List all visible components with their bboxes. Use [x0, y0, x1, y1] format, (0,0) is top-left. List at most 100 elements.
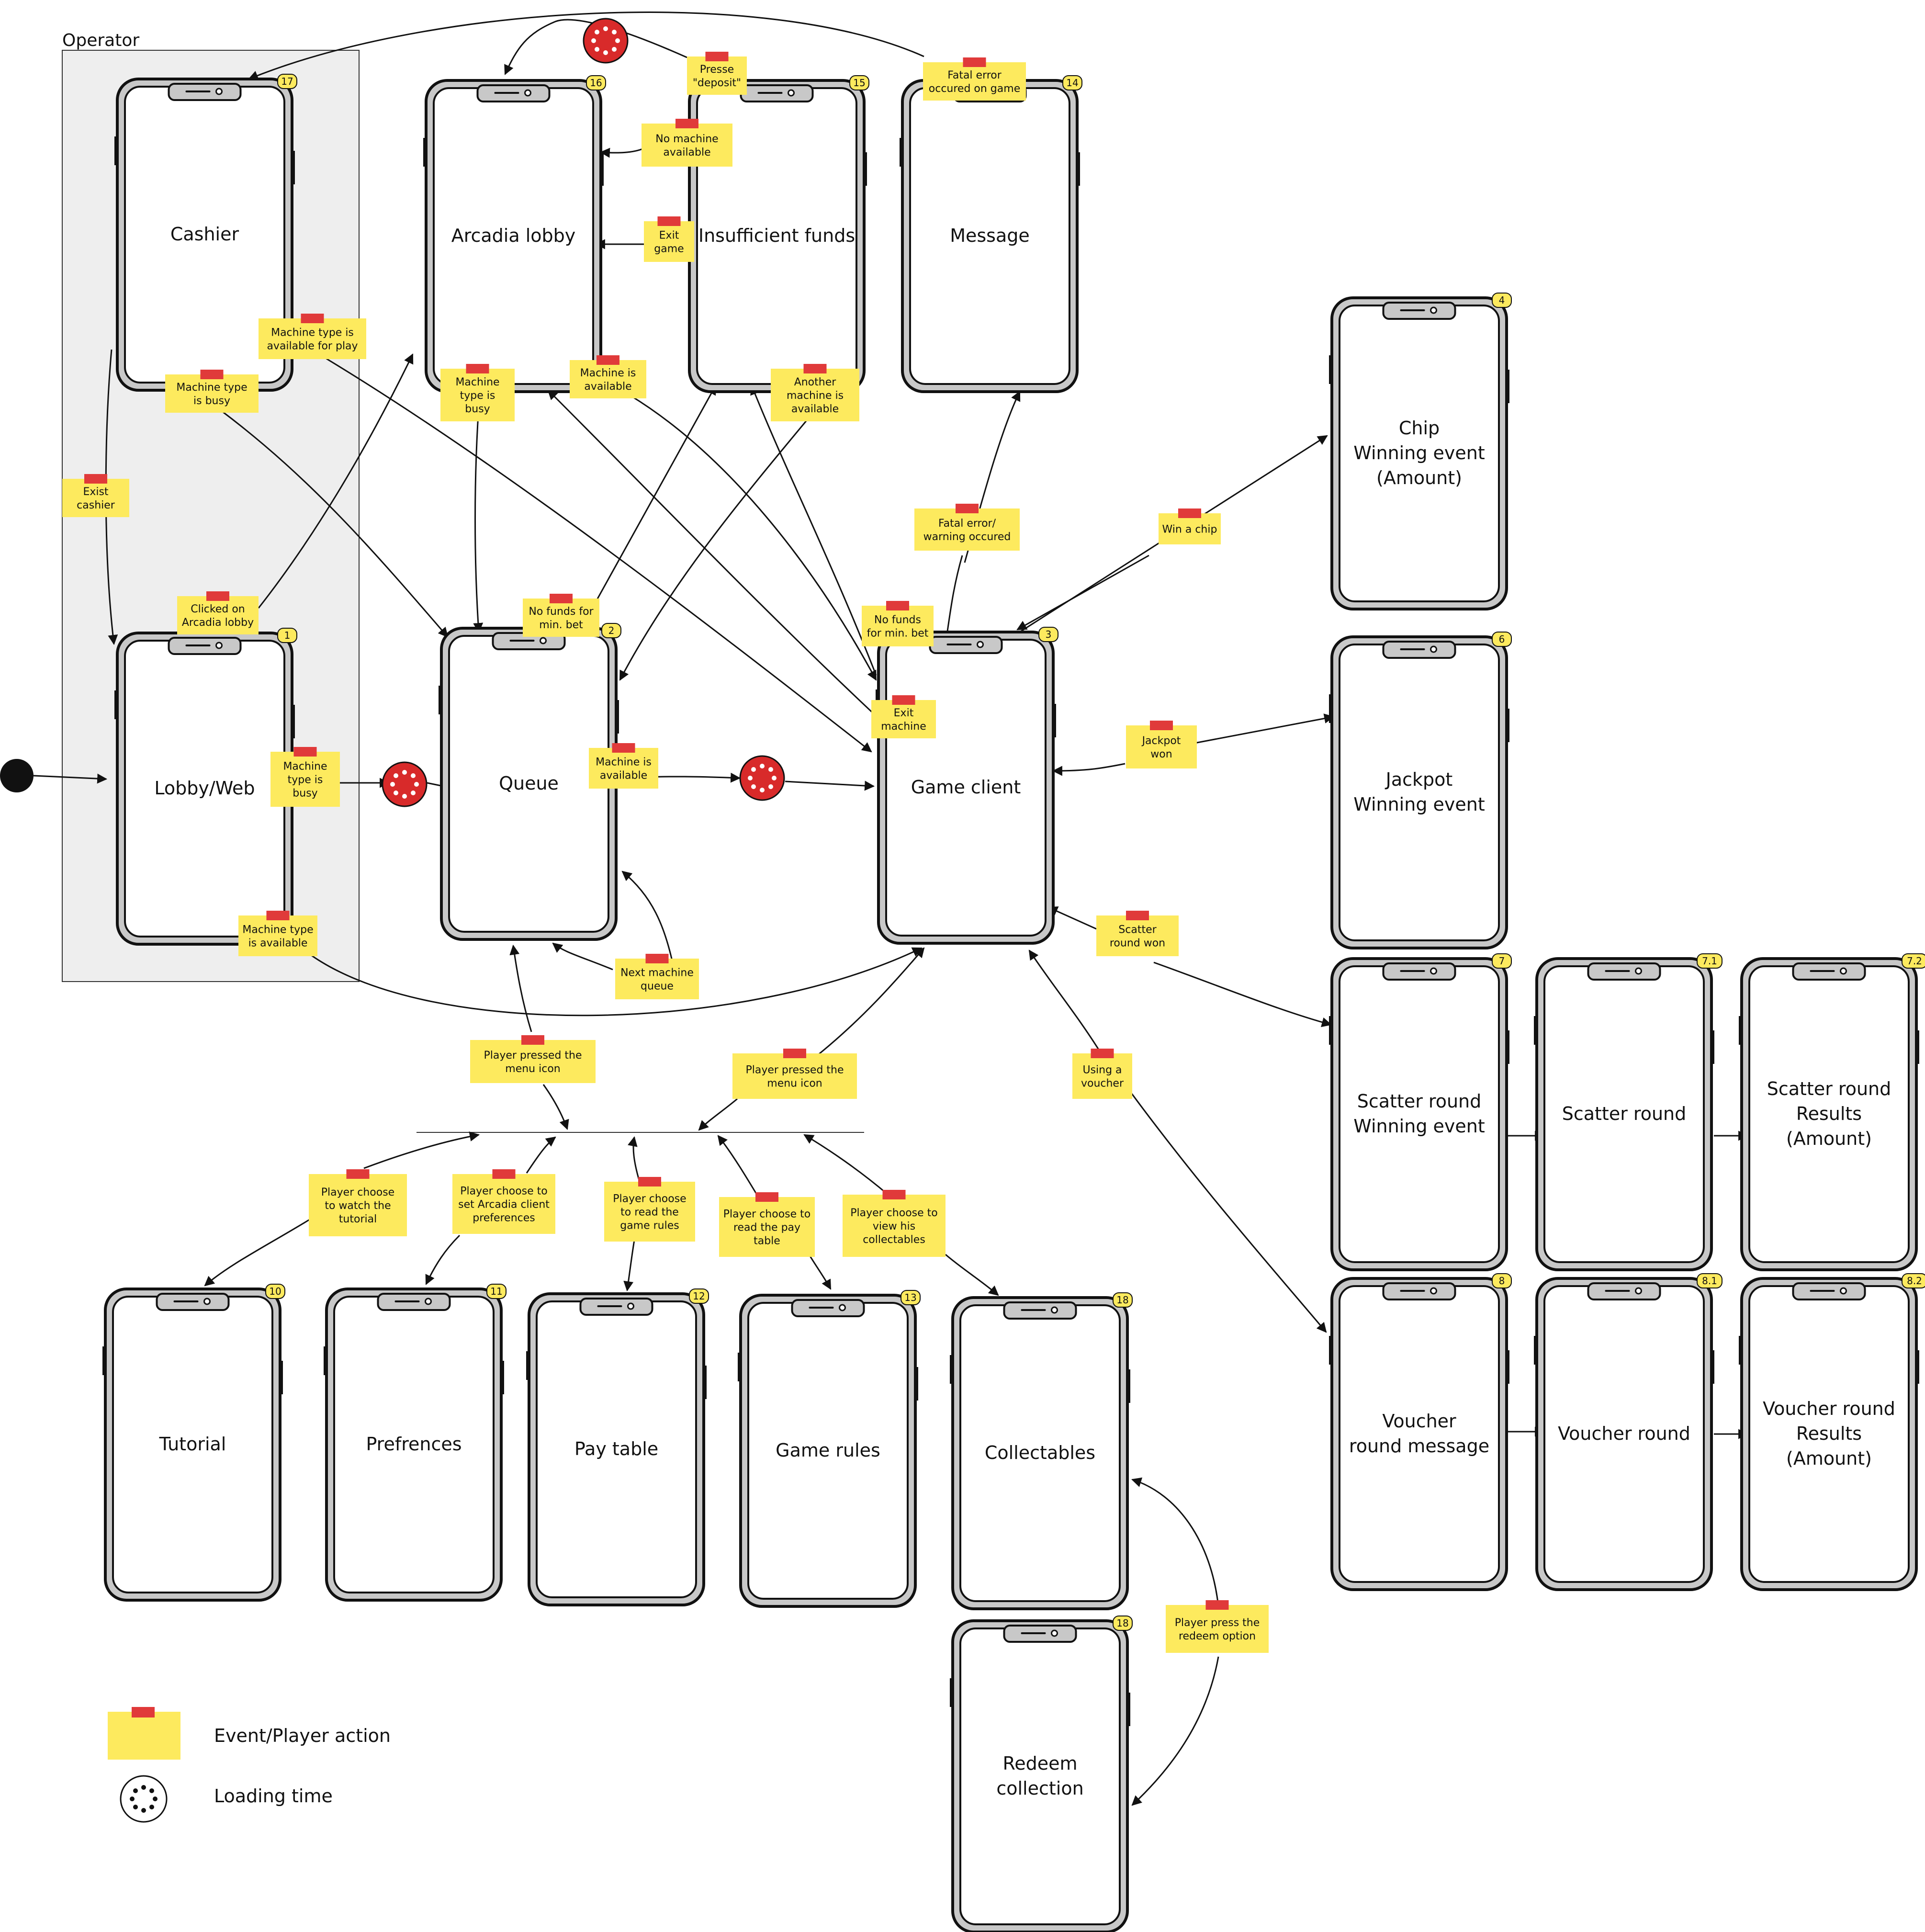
sticky-note-text: Machine type: [176, 382, 247, 394]
phone-label: Redeem: [1003, 1753, 1078, 1774]
legend-note-swatch: [108, 1712, 180, 1760]
sticky-note-text: to watch the: [325, 1200, 391, 1212]
phone-label: Message: [950, 225, 1030, 246]
edge-menu-game-up: [813, 947, 925, 1059]
phone-badge: [1113, 1292, 1133, 1308]
side-button-icon: [1711, 1030, 1714, 1064]
edge-redeem-to-collectables: [1131, 1477, 1219, 1607]
sticky-note-text: tutorial: [339, 1213, 377, 1225]
sticky-note-text: collectables: [863, 1234, 925, 1246]
tape-icon: [550, 594, 573, 603]
sticky-note: [570, 360, 646, 398]
sticky-note-text: warning occured: [923, 531, 1011, 543]
sticky-note-text: won: [1150, 748, 1172, 760]
camera-icon: [524, 89, 531, 97]
edge-lobby-to-arcadia: [258, 353, 414, 609]
camera-icon: [627, 1302, 634, 1310]
sticky-note-text: menu icon: [505, 1063, 560, 1075]
phone-badge-number: 11: [490, 1286, 502, 1297]
edge-collectables-up: [803, 1134, 889, 1196]
sticky-note-text: available for play: [267, 340, 358, 352]
sticky-note-text: No funds for: [529, 606, 594, 618]
side-button-icon: [1916, 1350, 1919, 1384]
side-button-icon: [738, 1353, 741, 1381]
phone-badge: [265, 1284, 285, 1299]
side-button-icon: [1329, 1016, 1332, 1045]
tape-icon: [1126, 911, 1149, 920]
sticky-note: [1126, 725, 1197, 768]
tape-icon: [84, 474, 107, 484]
camera-icon: [1840, 967, 1847, 975]
phone-label: Chip: [1399, 418, 1440, 439]
phone-badge: [689, 1288, 709, 1304]
sticky-note-text: Fatal error: [947, 69, 1002, 81]
phone-badge-number: 8.2: [1907, 1275, 1922, 1287]
tape-icon: [705, 52, 729, 61]
phone-badge: [1492, 293, 1512, 308]
phone-label: Scatter round: [1562, 1103, 1687, 1124]
phone-badge-number: 15: [853, 77, 865, 89]
edge-cashier-to-game: [311, 349, 872, 753]
camera-icon: [1430, 645, 1437, 653]
sticky-note: [1072, 1053, 1132, 1099]
tape-icon: [657, 216, 681, 226]
camera-icon: [203, 1298, 211, 1305]
phone-badge-number: 14: [1066, 77, 1078, 89]
edge-menu-queue-down: [542, 1084, 569, 1130]
sticky-note: [177, 596, 259, 634]
edge-cashier-to-queue: [222, 411, 449, 638]
phone-badge: [1697, 953, 1722, 969]
edge-queue-to-insufficient: [593, 384, 717, 606]
sticky-note: [732, 1053, 857, 1099]
legend-tape: [132, 1707, 155, 1717]
tape-icon: [612, 743, 635, 753]
sticky-note-text: Machine is: [596, 757, 652, 768]
side-button-icon: [1329, 355, 1332, 384]
tape-icon: [206, 591, 229, 601]
phone-label: Voucher: [1382, 1411, 1456, 1432]
phone-label: (Amount): [1376, 467, 1462, 488]
sticky-note: [165, 374, 259, 413]
side-button-icon: [1534, 1336, 1537, 1365]
phone-badge-number: 8: [1499, 1275, 1505, 1287]
sticky-note: [871, 700, 936, 738]
phone-badge-number: 13: [904, 1292, 916, 1303]
side-button-icon: [1507, 709, 1509, 742]
side-button-icon: [114, 690, 117, 719]
sticky-note-text: Player choose to: [850, 1207, 938, 1219]
sticky-note: [62, 479, 129, 517]
phone-label: Results: [1796, 1103, 1862, 1124]
sticky-note-text: machine: [881, 721, 926, 733]
sticky-note-text: set Arcadia client: [458, 1199, 550, 1211]
edge-chip-to-game: [1016, 554, 1149, 631]
phone-badge: [1062, 75, 1082, 90]
tape-icon: [675, 119, 698, 128]
sticky-note-text: Fatal error/: [938, 518, 996, 530]
sticky-note: [452, 1174, 555, 1234]
edge-loader-to-game: [785, 780, 875, 791]
phone-label: Scatter round: [1767, 1078, 1891, 1099]
edge-prefs-up: [526, 1136, 556, 1174]
sticky-note: [1159, 513, 1221, 544]
edge-fatal-to-cashier: [248, 11, 924, 80]
edge-menu-to-paytable: [808, 1254, 832, 1290]
phone-badge: [277, 628, 297, 643]
phone-screen: [959, 1627, 1121, 1925]
sticky-note: [270, 752, 340, 807]
side-button-icon: [1711, 1350, 1714, 1384]
tape-icon: [1178, 508, 1201, 518]
edge-menu-to-prefs: [425, 1234, 461, 1285]
side-button-icon: [1329, 1336, 1332, 1365]
edge-redeem-back: [1131, 1656, 1219, 1806]
edge-another-to-queue: [619, 411, 815, 681]
phone-label: Cashier: [170, 224, 239, 245]
